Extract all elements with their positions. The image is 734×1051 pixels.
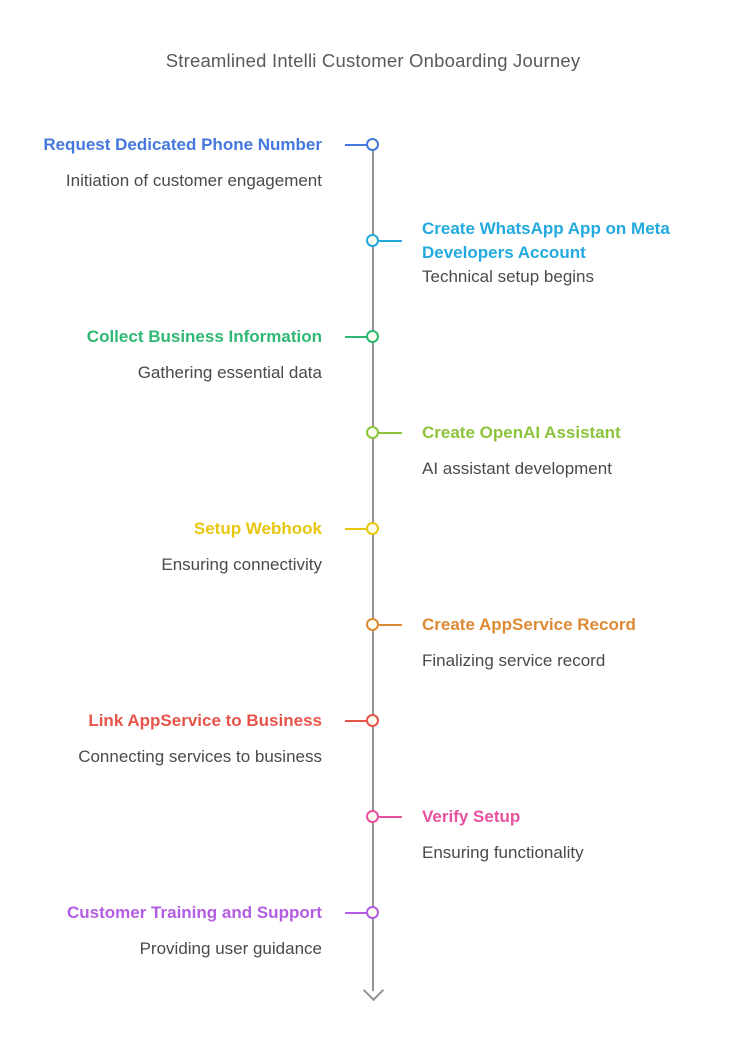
connector-line xyxy=(379,816,402,818)
connector-line xyxy=(379,432,402,434)
milestone-node xyxy=(366,330,379,343)
page-title: Streamlined Intelli Customer Onboarding … xyxy=(165,50,581,71)
milestone-node xyxy=(366,906,379,919)
milestone-node xyxy=(366,234,379,247)
milestone-description: Ensuring functionality xyxy=(422,843,584,862)
milestone-title: Create WhatsApp App on Meta Developers A… xyxy=(422,219,670,262)
arrow-down-icon xyxy=(362,979,385,1002)
milestone-node xyxy=(366,810,379,823)
milestone-title: Customer Training and Support xyxy=(66,903,322,922)
milestone-description: Technical setup begins xyxy=(422,267,595,286)
milestone-description: Gathering essential data xyxy=(137,363,322,382)
timeline-spine xyxy=(372,145,374,991)
milestone-node xyxy=(366,618,379,631)
milestone-title: Setup Webhook xyxy=(193,519,322,538)
milestone-node xyxy=(366,138,379,151)
connector-line xyxy=(379,624,402,626)
connector-line xyxy=(379,240,402,242)
connector-line xyxy=(345,912,368,914)
milestone-title: Request Dedicated Phone Number xyxy=(43,135,322,154)
milestone-node xyxy=(366,426,379,439)
milestone-node xyxy=(366,714,379,727)
milestone-title: Create AppService Record xyxy=(422,615,636,634)
milestone-description: Providing user guidance xyxy=(139,939,322,958)
milestone-node xyxy=(366,522,379,535)
milestone-description: AI assistant development xyxy=(422,459,612,478)
connector-line xyxy=(345,720,368,722)
milestone-title: Create OpenAI Assistant xyxy=(422,423,621,442)
connector-line xyxy=(345,336,368,338)
milestone-description: Initiation of customer engagement xyxy=(65,171,322,190)
milestone-description: Connecting services to business xyxy=(78,747,322,766)
milestone-description: Finalizing service record xyxy=(422,651,606,670)
milestone-description: Ensuring connectivity xyxy=(161,555,322,574)
milestone-title: Collect Business Information xyxy=(86,327,322,346)
milestone-title: Verify Setup xyxy=(422,807,521,826)
milestone-title: Link AppService to Business xyxy=(88,711,322,730)
connector-line xyxy=(345,144,368,146)
connector-line xyxy=(345,528,368,530)
